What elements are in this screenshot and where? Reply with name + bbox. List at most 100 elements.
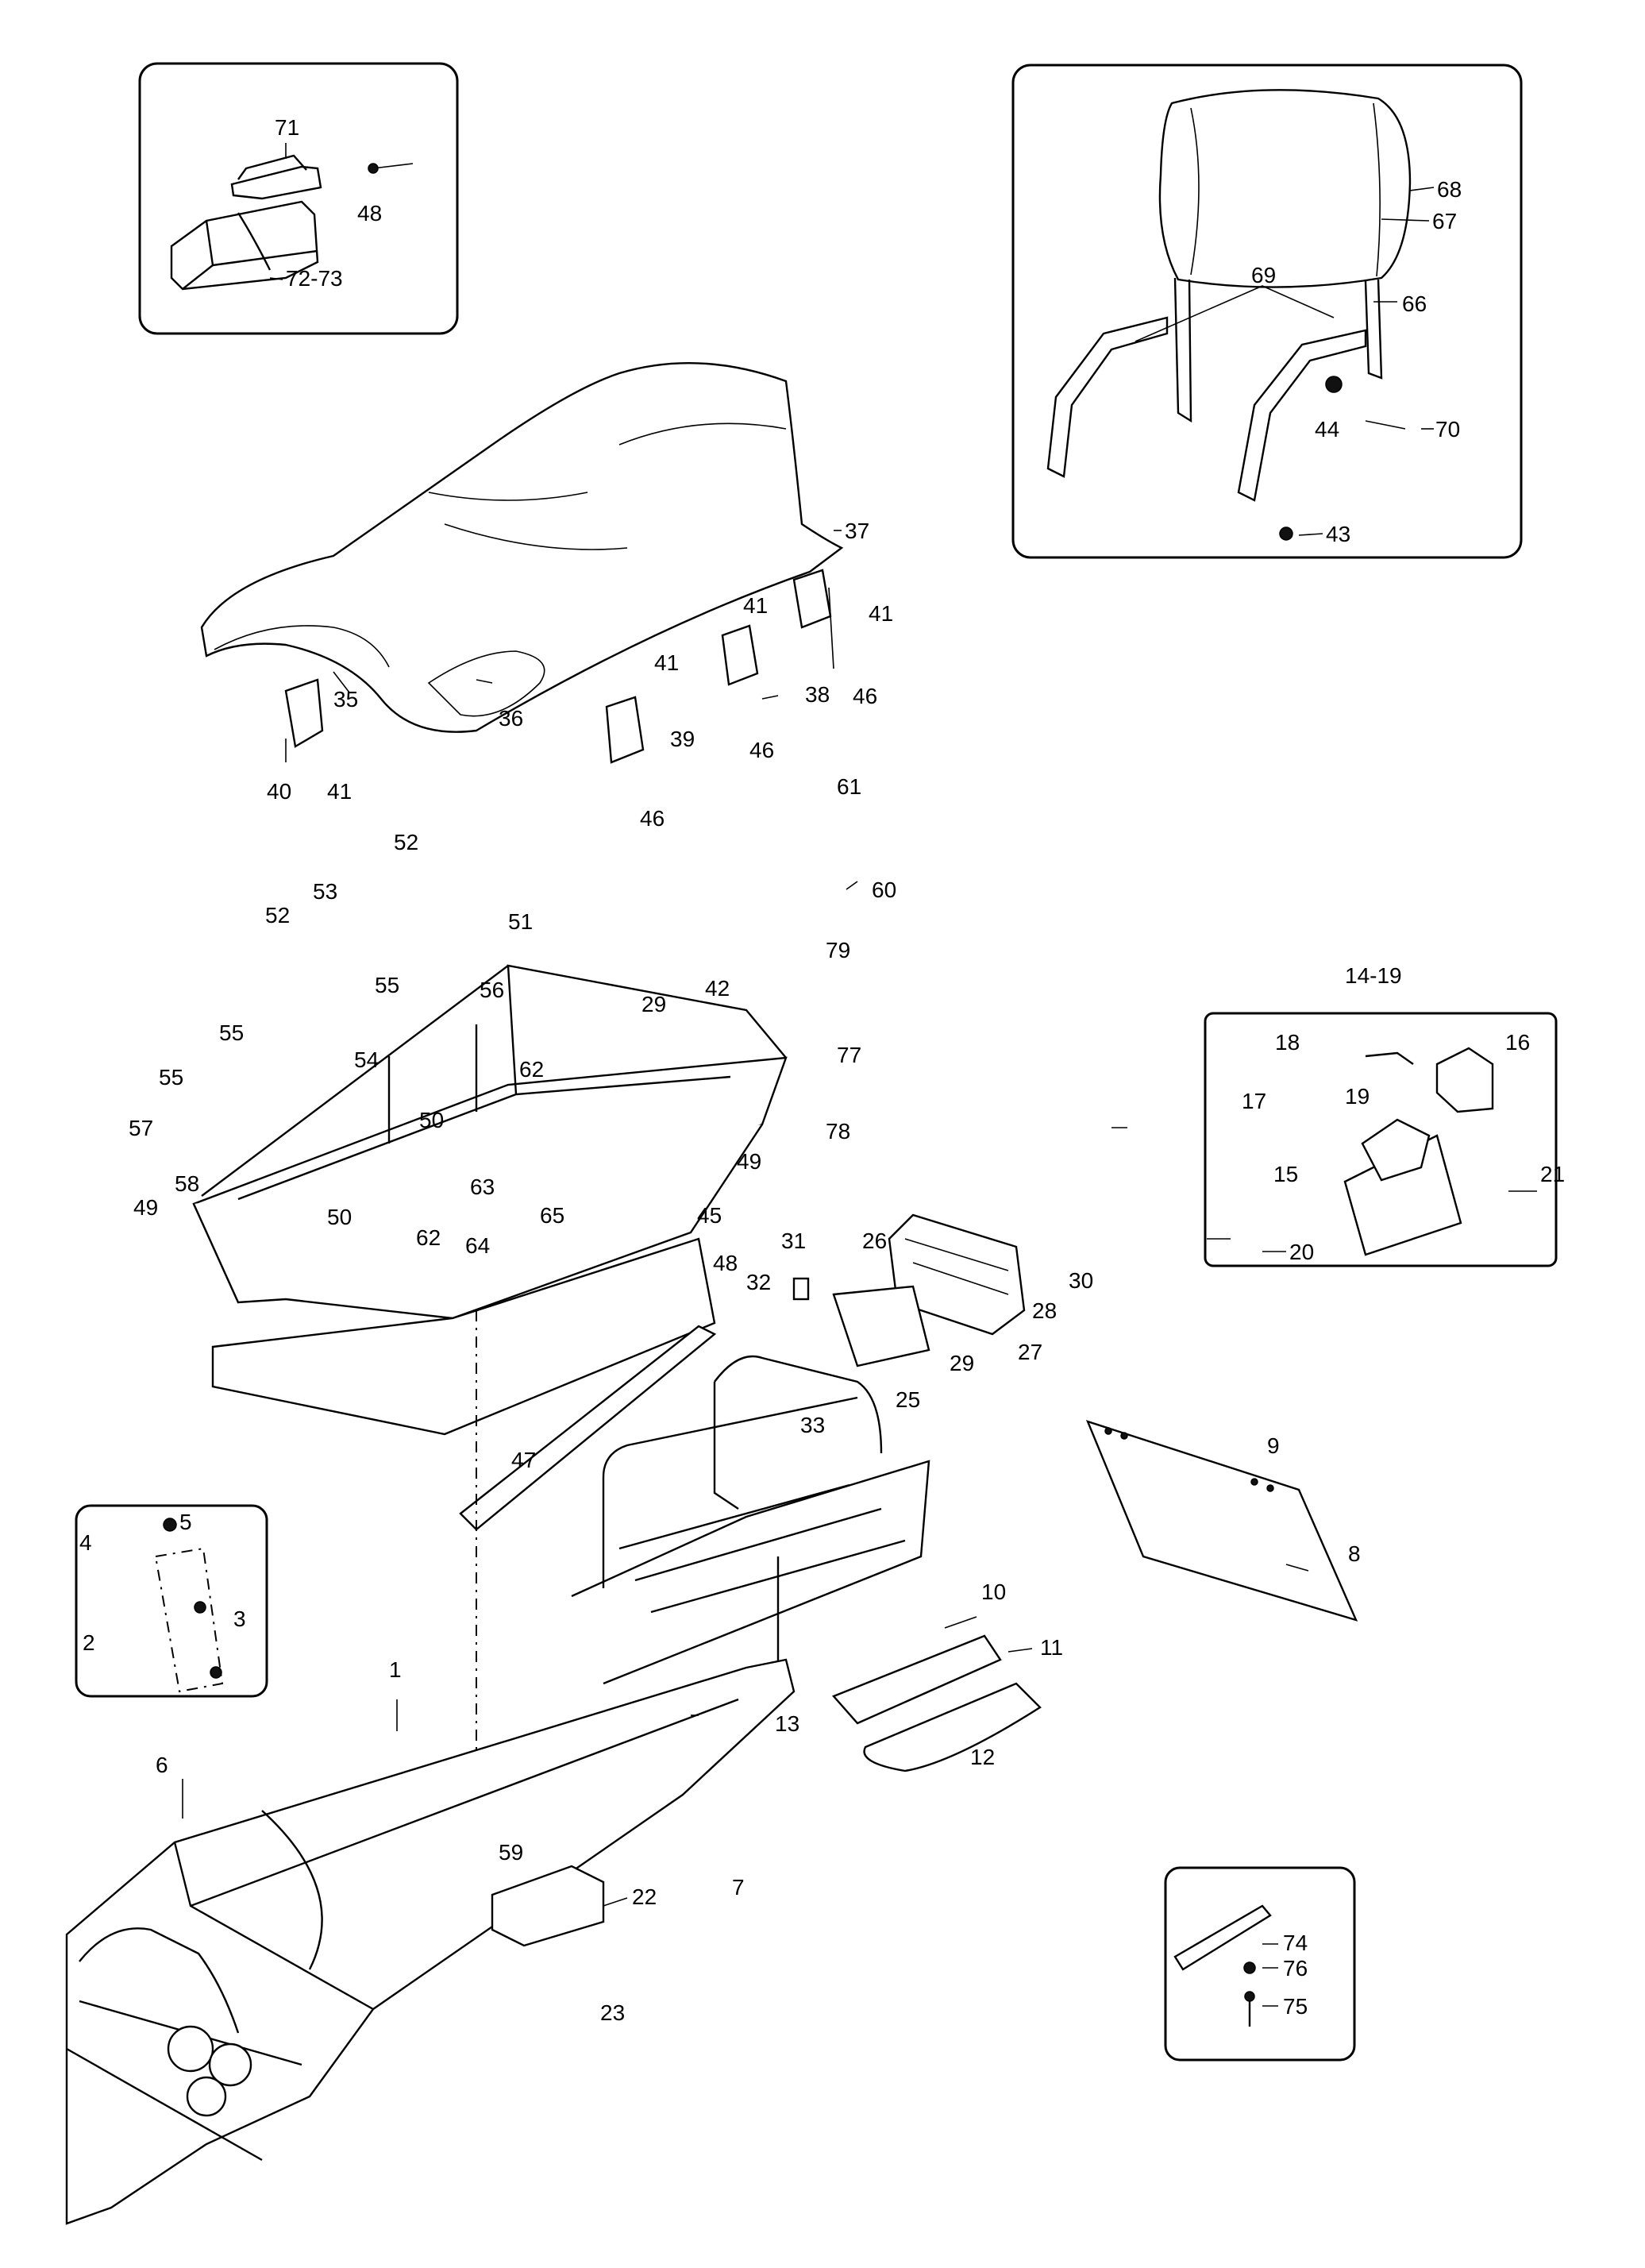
callout-63: 63 [470,1174,495,1199]
rear-rack-part [571,1355,1042,1772]
backrest-part [1046,89,1412,541]
callout-62b: 62 [416,1225,441,1250]
callout-72-73: 72-73 [286,266,343,291]
callout-36: 36 [499,706,523,731]
callout-47: 47 [511,1448,536,1472]
inset-box-hitch [1204,1012,1558,1267]
callout-75: 75 [1283,1994,1308,2019]
callout-55a: 55 [375,973,399,997]
callout-37: 37 [845,519,869,543]
callout-20: 20 [1289,1240,1314,1264]
callout-46b: 46 [749,738,774,762]
callout-58: 58 [175,1171,199,1196]
callout-49a: 49 [737,1149,761,1174]
callout-52a: 52 [394,830,418,854]
callout-26: 26 [862,1228,887,1253]
callout-49b: 49 [133,1195,158,1220]
callout-6: 6 [156,1753,168,1777]
callout-74: 74 [1283,1930,1308,1955]
callout-41c: 41 [654,650,679,675]
callout-69: 69 [1251,263,1276,287]
rivet-bracket-part [154,1518,224,1693]
callout-55b: 55 [219,1020,244,1045]
callout-30: 30 [1069,1268,1093,1293]
gauge-part [792,1213,1026,1367]
callout-5: 5 [179,1510,192,1534]
callout-54: 54 [354,1047,379,1072]
callout-67: 67 [1432,209,1457,233]
callout-42: 42 [705,976,730,1001]
callout-35: 35 [333,687,358,712]
callout-64: 64 [465,1233,490,1258]
callout-50b: 50 [327,1205,352,1229]
callout-14-19: 14-19 [1345,963,1402,988]
callout-15: 15 [1273,1162,1298,1186]
seat-part [200,362,844,764]
callout-18: 18 [1275,1030,1300,1055]
callout-13: 13 [775,1711,799,1736]
callout-22: 22 [632,1884,657,1909]
callout-16: 16 [1505,1030,1530,1055]
storage-tray-part [192,964,788,1795]
callout-11: 11 [1040,1635,1063,1660]
snow-flap-part [1085,1420,1358,1622]
callout-70: 70 [1435,417,1460,442]
callout-25: 25 [896,1387,920,1412]
callout-4: 4 [79,1530,92,1555]
callout-3: 3 [233,1606,246,1631]
callout-52b: 52 [265,903,290,928]
callout-31: 31 [781,1228,806,1253]
callout-57: 57 [129,1116,153,1140]
callout-61: 61 [837,774,861,799]
callout-9: 9 [1267,1433,1280,1458]
callout-51: 51 [508,909,533,934]
callout-12: 12 [970,1745,995,1769]
callout-19: 19 [1345,1084,1370,1109]
callout-41b: 41 [743,593,768,618]
callout-56: 56 [480,978,504,1002]
callout-60: 60 [872,878,896,902]
callout-48b: 48 [713,1251,738,1275]
callout-29a: 29 [641,992,666,1016]
callout-50a: 50 [419,1108,444,1132]
hitch-part [1343,1047,1494,1256]
tunnel-frame-part [65,1658,796,2225]
callout-48: 48 [357,201,382,226]
callout-17: 17 [1242,1089,1266,1113]
callout-1: 1 [389,1657,402,1682]
callout-79: 79 [826,938,850,962]
callout-62a: 62 [519,1057,544,1082]
callout-33: 33 [800,1413,825,1437]
callout-7: 7 [732,1875,745,1900]
inset-box-rivet [75,1504,268,1698]
callout-59: 59 [499,1840,523,1865]
callout-8: 8 [1348,1541,1361,1566]
callout-76: 76 [1283,1956,1308,1981]
callout-55c: 55 [159,1065,183,1090]
inset-box-backrest [1011,64,1523,559]
callout-40: 40 [267,779,291,804]
callout-41d: 41 [327,779,352,804]
callout-44: 44 [1315,417,1339,442]
callout-10: 10 [981,1580,1006,1604]
callout-46c: 46 [640,806,665,831]
callout-71: 71 [275,115,299,140]
callout-41a: 41 [869,601,893,626]
callout-27: 27 [1018,1340,1042,1364]
leader-lines [182,143,1537,2007]
callout-53: 53 [313,879,337,904]
callout-38: 38 [805,682,830,707]
storage-bag-part [170,154,414,291]
callout-32: 32 [746,1270,771,1294]
callout-labels: 71 48 72-73 68 67 69 66 44 70 43 37 41 4… [79,115,1565,2025]
callout-39: 39 [670,727,695,751]
callout-21: 21 [1540,1162,1565,1186]
callout-68: 68 [1437,177,1462,202]
callout-28: 28 [1032,1298,1057,1323]
callout-29b: 29 [950,1351,974,1375]
callout-2: 2 [83,1630,95,1655]
callout-65: 65 [540,1203,564,1228]
inset-box-storage-bag [138,62,459,335]
inset-box-strip [1164,1866,1356,2062]
